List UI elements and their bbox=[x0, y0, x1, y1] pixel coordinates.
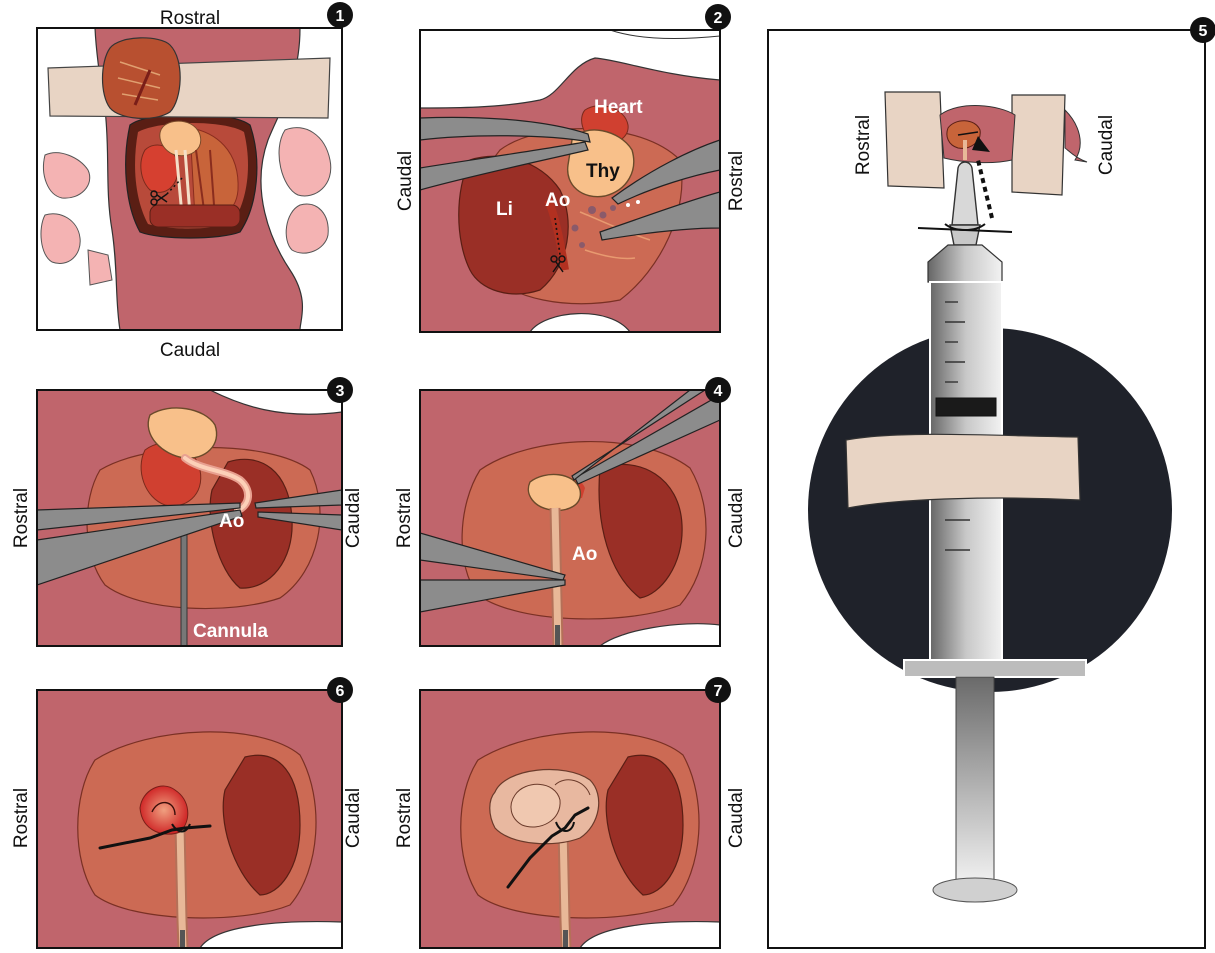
panel-6-right-label: Caudal bbox=[343, 788, 364, 848]
aorta-label: Ao bbox=[219, 511, 244, 532]
liver-label: Li bbox=[496, 199, 513, 220]
panel-2: Heart Thy Li Ao Caudal Rostral 2 bbox=[395, 4, 747, 332]
skin-flap bbox=[1012, 95, 1065, 195]
plunger-head bbox=[933, 878, 1017, 902]
panel-3-left-label: Rostral bbox=[11, 488, 32, 548]
panel-6: Rostral Caudal 6 bbox=[11, 677, 364, 948]
ribcage-flap bbox=[48, 58, 330, 118]
thymus-label: Thy bbox=[586, 161, 620, 182]
panel-4-number: 4 bbox=[714, 383, 723, 400]
cannula-label: Cannula bbox=[193, 621, 268, 642]
panel-7: Rostral Caudal 7 bbox=[394, 677, 747, 948]
panel-7-number: 7 bbox=[714, 683, 723, 700]
panel-5: Rostral Caudal 5 bbox=[768, 17, 1215, 948]
liver bbox=[150, 205, 240, 227]
panel-3-number: 3 bbox=[336, 383, 345, 400]
paw-shape bbox=[286, 204, 328, 253]
paw-shape bbox=[88, 250, 112, 285]
finger-flange bbox=[904, 660, 1086, 677]
panel-5-left-label: Rostral bbox=[853, 115, 874, 175]
panel-6-number: 6 bbox=[336, 683, 345, 700]
panel-3: Ao Cannula Rostral Caudal 3 bbox=[11, 377, 364, 646]
panel-1-number: 1 bbox=[336, 8, 345, 25]
panel-3-right-label: Caudal bbox=[343, 488, 364, 548]
panel-2-right-label: Rostral bbox=[726, 151, 747, 211]
panel-7-right-label: Caudal bbox=[726, 788, 747, 848]
skin-flap bbox=[885, 92, 944, 188]
cannula bbox=[181, 533, 187, 646]
panel-4-right-label: Caudal bbox=[726, 488, 747, 548]
panel-1-top-label: Rostral bbox=[160, 8, 220, 29]
panel-4: Ao Rostral Caudal 4 bbox=[394, 377, 747, 646]
panel-1-bottom-label: Caudal bbox=[160, 340, 220, 361]
panel-2-left-label: Caudal bbox=[395, 151, 416, 211]
panel-5-right-label: Caudal bbox=[1096, 115, 1117, 175]
ribcage-tissue bbox=[103, 38, 181, 119]
panel-1: Rostral Caudal 1 bbox=[37, 2, 353, 361]
aorta-label: Ao bbox=[572, 544, 597, 565]
panel-2-number: 2 bbox=[714, 10, 723, 27]
panel-6-left-label: Rostral bbox=[11, 788, 32, 848]
panel-4-left-label: Rostral bbox=[394, 488, 415, 548]
plunger-rod bbox=[956, 677, 994, 882]
heart-label: Heart bbox=[594, 97, 643, 118]
panel-5-number: 5 bbox=[1199, 23, 1208, 40]
panel-7-left-label: Rostral bbox=[394, 788, 415, 848]
plunger-seal bbox=[936, 398, 996, 416]
aorta-label: Ao bbox=[545, 190, 570, 211]
